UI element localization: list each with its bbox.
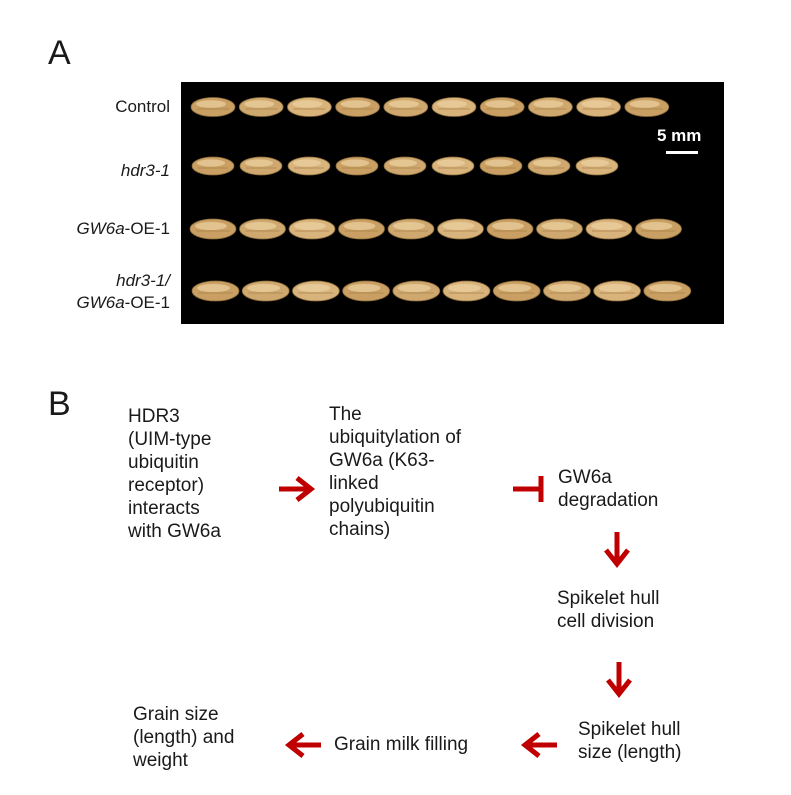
rice-grain [542, 280, 591, 302]
rice-grain [575, 156, 619, 176]
row-label-italic: GW6a [76, 219, 125, 238]
arrow-down-icon [606, 662, 632, 699]
grain-size-weight-text: Grain size (length) and weight [133, 704, 235, 771]
rice-grain [239, 156, 283, 176]
rice-grain [479, 156, 523, 176]
rice-grain [338, 218, 385, 240]
panel-b-label: B [48, 385, 71, 423]
rice-grain [288, 218, 336, 240]
scale-bar-label: 5 mm [657, 126, 702, 145]
cell-division-text: Spikelet hull cell division [557, 588, 660, 632]
inhibition-bar-icon [513, 476, 544, 502]
row-label-hdr3-1: hdr3-1 [10, 160, 170, 182]
arrow-left-icon [520, 732, 557, 758]
rice-grain [527, 97, 573, 117]
rice-grain [635, 218, 682, 240]
rice-grain [189, 218, 237, 240]
rice-grain [191, 280, 240, 302]
row-label-text: Control [115, 97, 170, 116]
rice-grain [383, 156, 427, 176]
rice-grain [191, 156, 235, 176]
rice-grain [431, 97, 477, 117]
rice-grain [437, 218, 484, 240]
ubiquitylation-text: The ubiquitylation of GW6a (K63- linked … [329, 404, 462, 540]
row-label-suffix-line2: -OE-1 [124, 293, 170, 312]
scale-bar [666, 151, 698, 154]
arrow-right-icon [279, 476, 316, 502]
row-label-gw6a-oe-1: GW6a-OE-1 [10, 218, 170, 240]
rice-grain [486, 218, 534, 240]
row-label-italic-line2: GW6a [76, 293, 125, 312]
rice-grain [383, 97, 429, 117]
rice-grain [643, 280, 692, 302]
rice-grain [291, 280, 340, 302]
rice-grain [527, 156, 571, 176]
panel-a-label: A [48, 34, 71, 72]
row-label-control: Control [10, 96, 170, 118]
grain-photo: 5 mm [181, 82, 724, 324]
rice-grain [342, 280, 391, 302]
rice-grain [536, 218, 583, 240]
row-label-italic: hdr3-1 [120, 161, 170, 180]
arrow-down-icon [604, 532, 630, 569]
rice-grain [585, 218, 633, 240]
grain-rows [189, 97, 692, 302]
rice-grain [287, 156, 331, 176]
rice-grain [624, 97, 670, 117]
rice-grain [442, 280, 491, 302]
rice-grain [239, 218, 286, 240]
rice-grain [479, 97, 525, 117]
hull-size-text: Spikelet hull size (length) [578, 719, 682, 763]
gw6a-degradation-text: GW6a degradation [558, 467, 659, 511]
rice-grain [190, 97, 236, 117]
rice-grain [387, 218, 435, 240]
rice-grain [335, 156, 379, 176]
rice-grain [241, 280, 290, 302]
hdr3-interaction-text: HDR3 (UIM-type ubiquitin receptor) inter… [128, 406, 221, 542]
rice-grain [335, 97, 381, 117]
rice-grain [286, 97, 332, 117]
row-label-suffix: -OE-1 [124, 219, 170, 238]
row-label-hdr3-1-gw6a-oe-1: hdr3-1/ GW6a-OE-1 [10, 270, 170, 314]
rice-grain [392, 280, 441, 302]
rice-grain [431, 156, 475, 176]
rice-grain [238, 97, 284, 117]
arrow-left-icon [284, 732, 321, 758]
rice-grain [576, 97, 622, 117]
grain-milk-filling-text: Grain milk filling [334, 734, 469, 755]
rice-grain [492, 280, 541, 302]
rice-grain [593, 280, 642, 302]
row-label-italic: hdr3-1/ [116, 271, 170, 290]
